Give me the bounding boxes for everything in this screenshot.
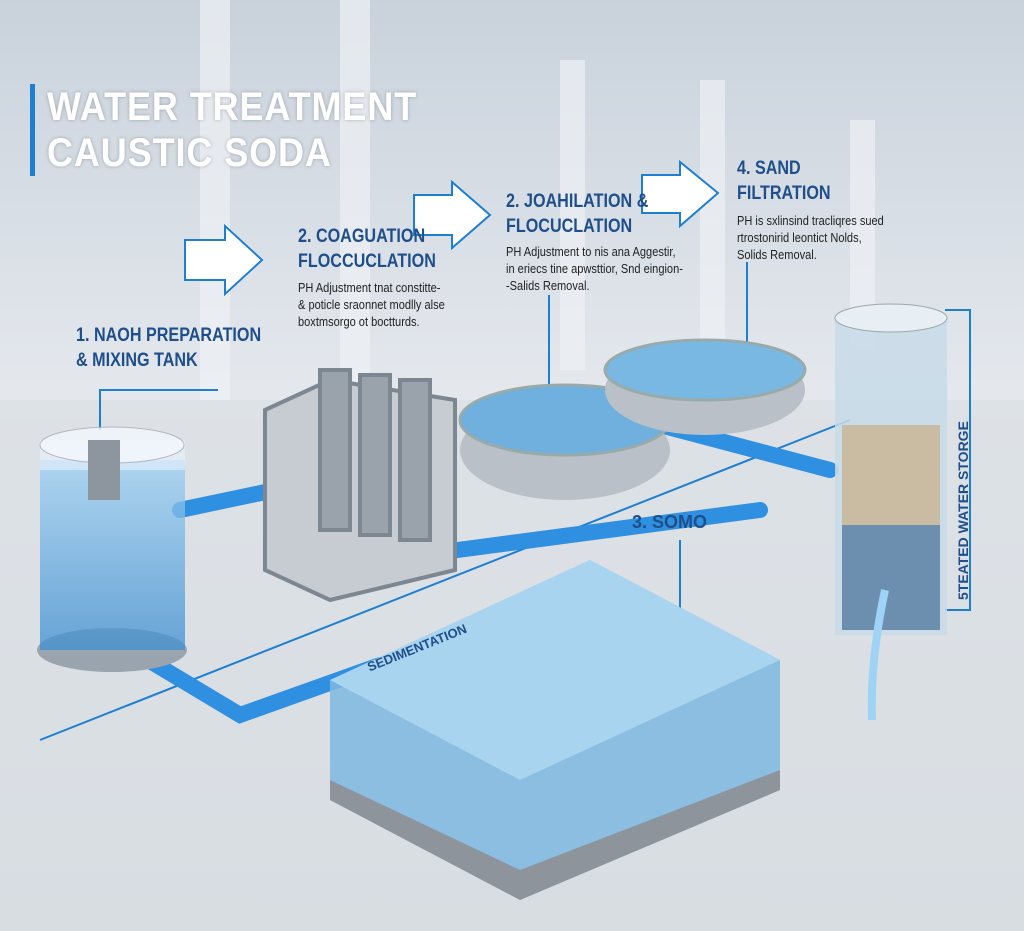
step-3-title-line1: 2. JOAHILATION & [506, 191, 649, 212]
step-3-description: PH Adjustment to nis ana Aggestir, in er… [506, 243, 683, 294]
step-2-title: 2. COAGUATION FLOCCUCLATION [298, 224, 436, 274]
step-4-title-line1: 4. SAND [737, 158, 801, 179]
clarifier-1 [458, 383, 672, 500]
step-4-title-line2: FILTRATION [737, 183, 831, 204]
desc-line: in eriecs tine apwsttior, Snd eingion- [506, 261, 683, 276]
background-columns [200, 0, 875, 400]
desc-line: PH Adjustment tnat constitte- [298, 280, 441, 295]
sedimentation-basin [330, 560, 780, 900]
step-4-title: 4. SAND FILTRATION [737, 156, 831, 206]
step-2-description: PH Adjustment tnat constitte- & poticle … [298, 279, 445, 330]
mixing-tank [37, 426, 187, 672]
clarifier-2 [603, 338, 807, 435]
desc-line: rtrostonirid leontict Nolds, [737, 230, 862, 245]
title-line-2: CAUSTIC SODA [47, 131, 332, 175]
desc-line: -Salids Removal. [506, 278, 590, 293]
sand-filter [834, 303, 948, 721]
step-1-title-line2: & MIXING TANK [76, 350, 198, 371]
somo-label: 3. SOMO [632, 512, 708, 532]
step-2-title-line2: FLOCCUCLATION [298, 251, 436, 272]
desc-line: PH is sxlinsind tracliqres sued [737, 213, 884, 228]
coagulation-unit [263, 368, 457, 603]
page-title: WATER TREATMENT CAUSTIC SODA [30, 84, 458, 176]
step-3-title-line2: FLOCUCLATION [506, 216, 633, 237]
title-line-1: WATER TREATMENT [47, 85, 418, 129]
step-1-title-line1: 1. NAOH PREPARATION [76, 325, 262, 346]
flow-arrows [184, 159, 720, 297]
step-4-description: PH is sxlinsind tracliqres sued rtroston… [737, 212, 884, 263]
desc-line: PH Adjustment to nis ana Aggestir, [506, 244, 676, 259]
desc-line: boxtmsorgo ot boctturds. [298, 314, 420, 329]
desc-line: Solids Removal. [737, 247, 817, 262]
storage-label: 5TEATED WATER STORGE [955, 421, 971, 600]
step-3-title: 2. JOAHILATION & FLOCUCLATION [506, 189, 648, 239]
step-2-title-line1: 2. COAGUATION [298, 226, 426, 247]
desc-line: & poticle sraonnet modlly alse [298, 297, 445, 312]
step-1-title: 1. NAOH PREPARATION & MIXING TANK [76, 323, 261, 373]
